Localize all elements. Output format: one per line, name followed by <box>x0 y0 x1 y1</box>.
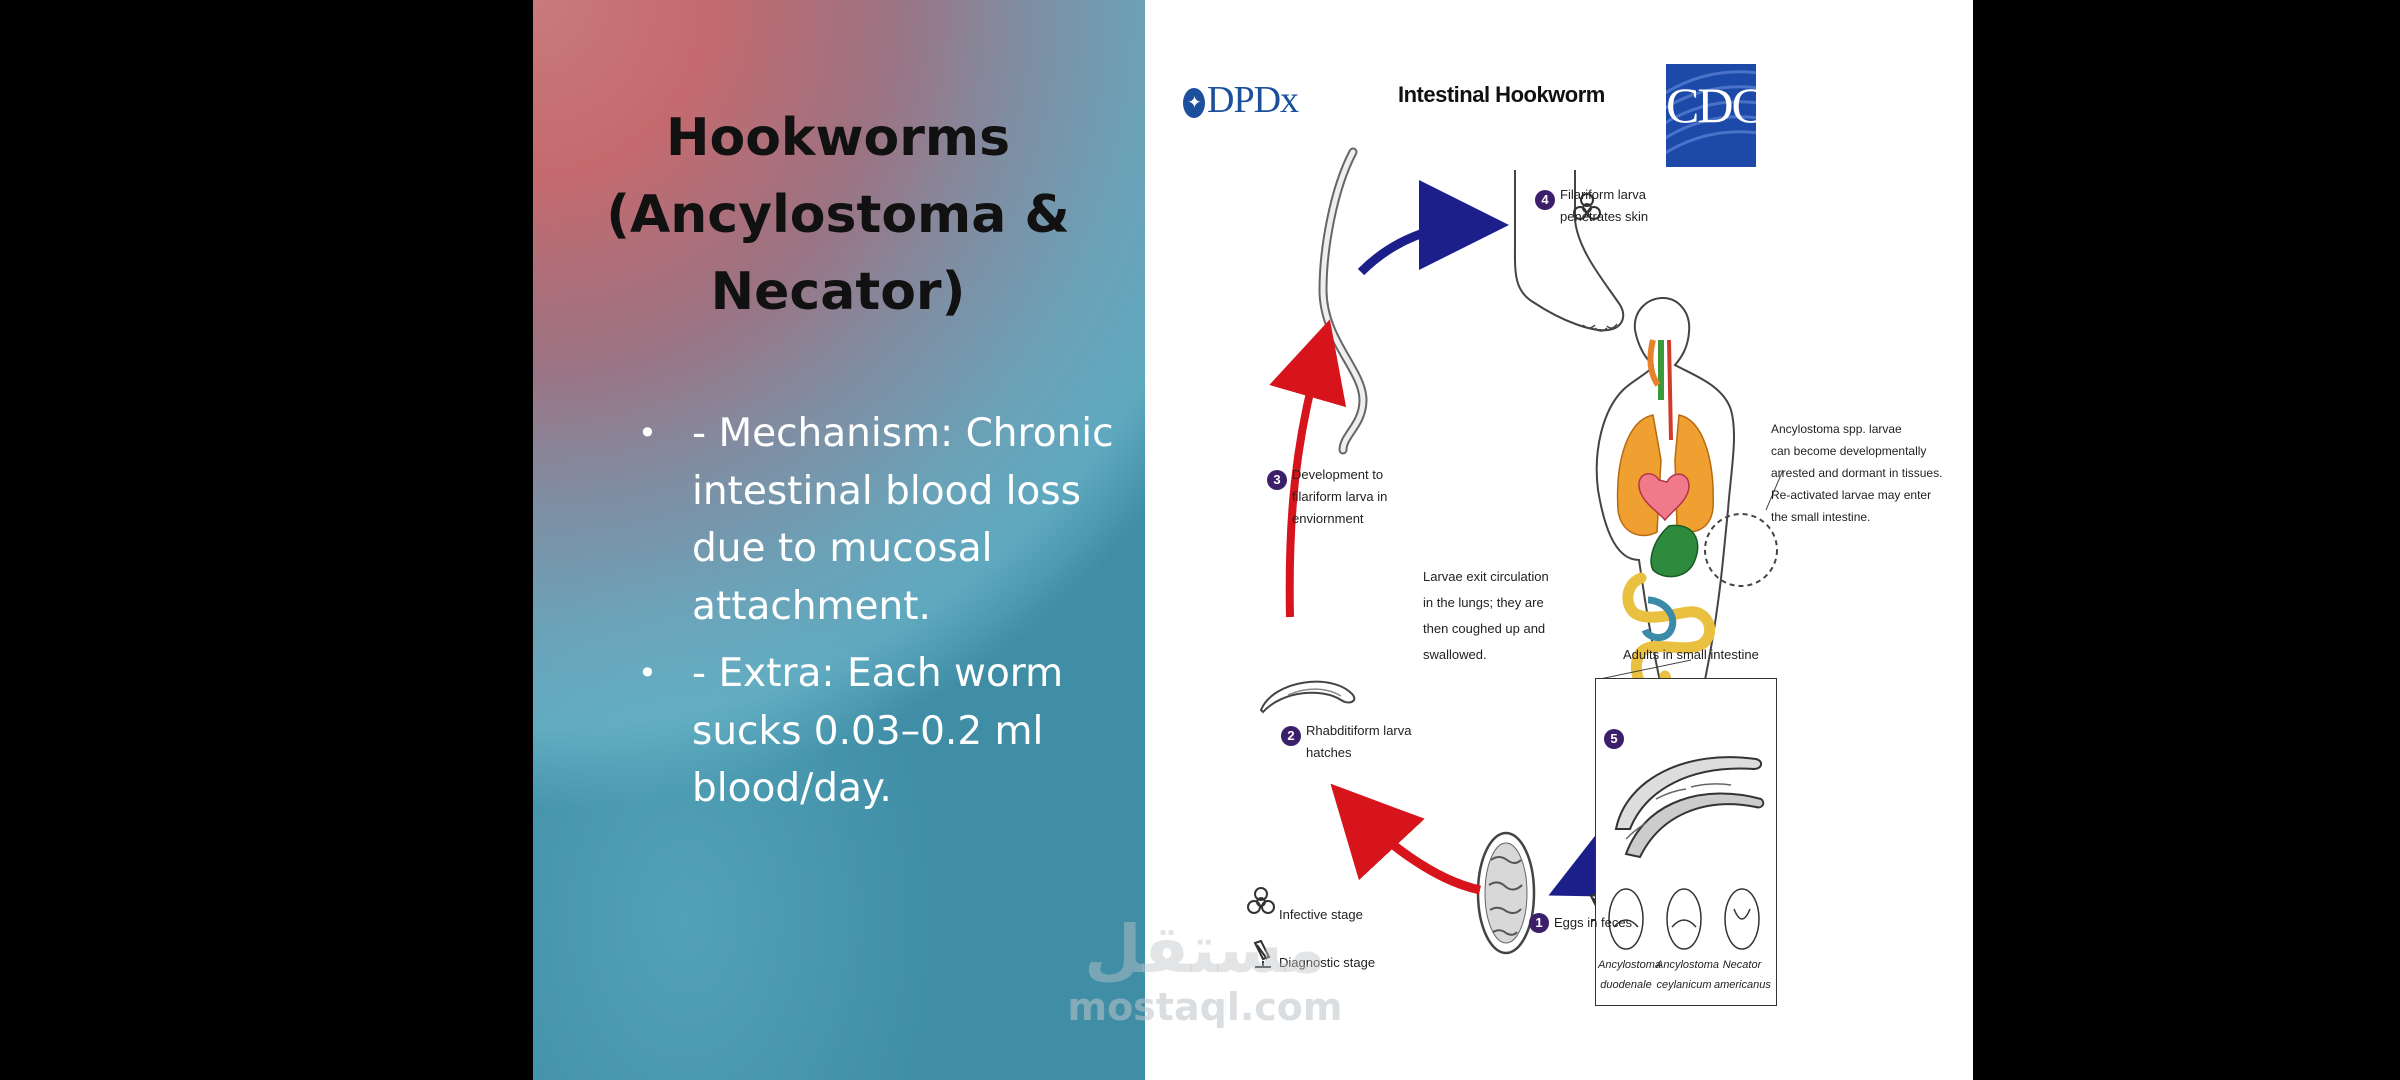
dormant-larvae-path <box>1704 513 1778 587</box>
step-4-badge: 4 <box>1535 190 1555 210</box>
step-3-badge: 3 <box>1267 470 1287 490</box>
adults-box-title: Adults in small intestine <box>1623 647 1759 662</box>
slide-title: Hookworms (Ancylostoma & Necator) <box>606 108 1070 322</box>
legend-microscope-icon <box>1253 939 1271 968</box>
slide: Hookworms (Ancylostoma & Necator) - Mech… <box>533 0 1973 1080</box>
lungs-note: Larvae exit circulation in the lungs; th… <box>1423 569 1549 662</box>
bullet-item-extra: - Extra: Each worm sucks 0.03–0.2 ml blo… <box>638 645 1118 818</box>
rhabditiform-larva <box>1259 680 1356 714</box>
step-4-label: Filariform larva penetrates skin <box>1560 187 1649 224</box>
step-5-badge: 5 <box>1604 729 1624 749</box>
step-1-label: Eggs in feces <box>1554 915 1633 930</box>
arrow-larva-develops <box>1269 319 1347 618</box>
lifecycle-diagram: ✦DPDx Intestinal Hookworm CDC 4 Filarifo… <box>1183 40 1943 1030</box>
cdc-logo: CDC <box>1666 64 1756 167</box>
step-1-badge: 1 <box>1529 913 1549 933</box>
legend-diagnostic-stage: Diagnostic stage <box>1279 955 1376 970</box>
legend-infective-stage: Infective stage <box>1279 907 1363 922</box>
adult-worms-illustration <box>1608 756 1765 950</box>
legend-biohazard-icon <box>1247 887 1275 914</box>
biohazard-icon <box>1573 193 1601 220</box>
dpdx-logo: ✦DPDx <box>1183 78 1299 122</box>
filariform-larva <box>1318 147 1368 455</box>
diagram-title: Intestinal Hookworm <box>1398 82 1605 107</box>
heart <box>1638 473 1690 522</box>
step-2-badge: 2 <box>1281 726 1301 746</box>
title-panel: Hookworms (Ancylostoma & Necator) - Mech… <box>533 0 1145 1080</box>
bullet-item-mechanism: - Mechanism: Chronic intestinal blood lo… <box>638 405 1118 635</box>
foot-illustration <box>1513 170 1625 332</box>
arrow-egg-to-larva <box>1330 783 1481 895</box>
step-2-label: Rhabditiform larva hatches <box>1306 723 1412 760</box>
stomach <box>1650 524 1699 578</box>
step-3-label: Development to filariform larva in envio… <box>1292 467 1388 526</box>
arrow-larva-to-skin <box>1357 180 1509 276</box>
bullet-list: - Mechanism: Chronic intestinal blood lo… <box>638 405 1118 828</box>
dormant-larvae-note: Ancylostoma spp. larvae can become devel… <box>1771 422 1943 524</box>
